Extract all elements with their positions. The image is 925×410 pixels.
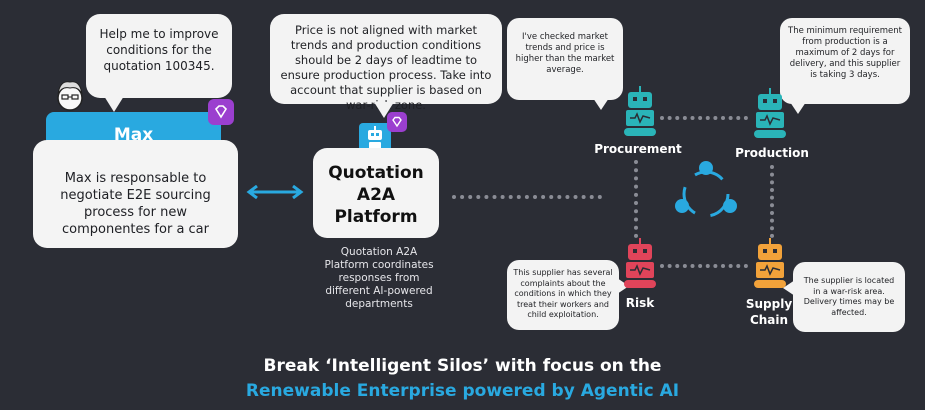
production-robot-icon <box>750 88 790 142</box>
double-arrow-icon <box>245 184 305 200</box>
platform-description: Quotation A2A Platform coordinates respo… <box>324 246 434 310</box>
supply-chain-label: Supply Chain <box>745 297 793 327</box>
platform-gem-badge-icon <box>387 112 407 132</box>
supply-chain-message-bubble: The supplier is located in a war-risk ar… <box>783 262 905 332</box>
user-description: Max is responsable to negotiate E2E sour… <box>60 171 211 237</box>
procurement-label: Procurement <box>594 142 682 156</box>
risk-robot-icon <box>620 238 660 292</box>
supply-chain-message: The supplier is located in a war-risk ar… <box>803 276 895 317</box>
production-label: Production <box>735 146 809 160</box>
user-description-card: Max is responsable to negotiate E2E sour… <box>33 140 238 248</box>
procurement-message-bubble: I've checked market trends and price is … <box>507 18 623 110</box>
connector-right <box>770 165 774 238</box>
footer-line-2: Renewable Enterprise powered by Agentic … <box>245 381 680 401</box>
procurement-robot-icon <box>620 86 660 140</box>
platform-response-bubble: Price is not aligned with market trends … <box>270 14 502 118</box>
production-message: The minimum requirement from production … <box>788 26 902 80</box>
connector-bottom <box>660 264 748 268</box>
footer-line-1: Break ‘Intelligent Silos’ with focus on … <box>263 356 662 376</box>
connector-top <box>660 116 748 120</box>
cycle-arrows-icon <box>668 156 744 232</box>
platform-card: Quotation A2A Platform <box>313 148 439 238</box>
procurement-message: I've checked market trends and price is … <box>515 32 615 75</box>
supply-chain-robot-icon <box>750 238 790 292</box>
production-message-bubble: The minimum requirement from production … <box>780 18 910 114</box>
user-request-bubble: Help me to improve conditions for the qu… <box>86 14 232 112</box>
risk-message: This supplier has several complaints abo… <box>513 268 613 319</box>
connector-platform-hub <box>452 195 602 199</box>
gem-badge-icon <box>208 99 234 125</box>
risk-message-bubble: This supplier has several complaints abo… <box>507 260 629 330</box>
platform-title: Quotation A2A Platform <box>328 163 424 227</box>
risk-label: Risk <box>625 296 655 310</box>
user-request-text: Help me to improve conditions for the qu… <box>99 27 219 73</box>
connector-left <box>634 160 638 238</box>
